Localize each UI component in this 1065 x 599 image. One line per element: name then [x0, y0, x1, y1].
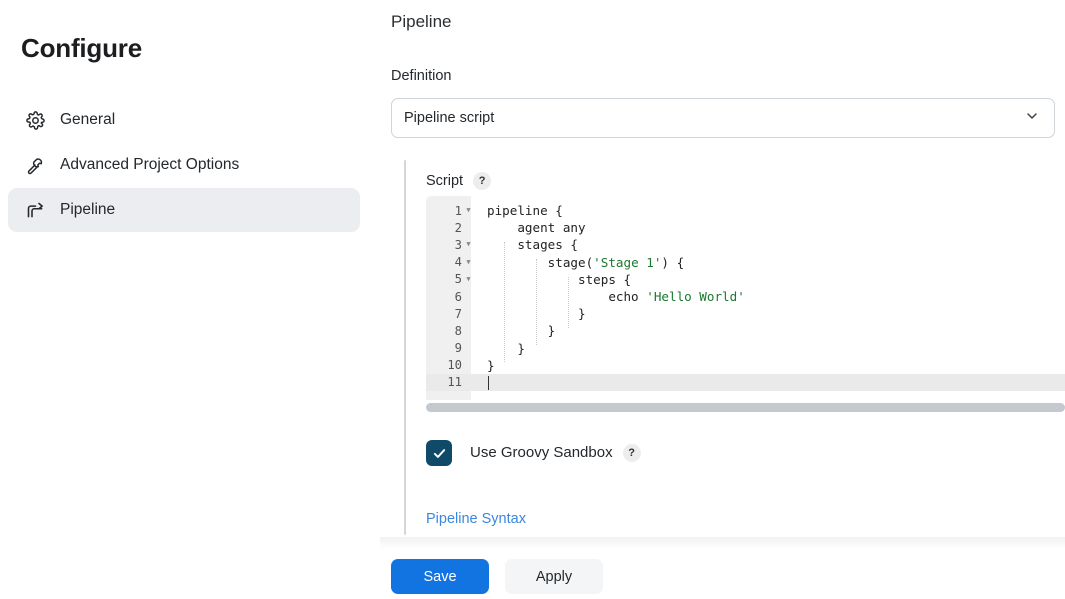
sidebar-item-pipeline[interactable]: Pipeline	[8, 188, 360, 232]
definition-selected-value: Pipeline script	[404, 110, 495, 126]
fold-arrow-icon[interactable]: ▼	[466, 240, 471, 249]
code-text: stages {	[487, 237, 578, 253]
line-number: 7	[454, 306, 462, 321]
fold-arrow-icon[interactable]: ▼	[466, 257, 471, 266]
code-text	[473, 375, 489, 391]
main-content: Pipeline Definition Pipeline script Scri…	[380, 0, 1065, 599]
line-number: 8	[454, 323, 462, 338]
sidebar-item-label: General	[60, 111, 116, 128]
code-text: }	[487, 340, 525, 356]
gear-icon	[24, 109, 46, 131]
code-line[interactable]: 11	[426, 373, 1065, 392]
line-number: 6	[454, 289, 462, 304]
footer-bar: Save Apply	[380, 549, 1065, 599]
groovy-sandbox-label: Use Groovy Sandbox?	[470, 444, 641, 463]
code-text: steps {	[487, 271, 632, 287]
sidebar-item-label: Pipeline	[60, 201, 116, 218]
indent-guide	[504, 242, 505, 362]
chevron-down-icon	[1024, 108, 1040, 128]
groovy-sandbox-help-icon[interactable]: ?	[622, 444, 641, 463]
code-text: agent any	[487, 220, 586, 236]
code-text: }	[487, 306, 586, 322]
script-help-icon[interactable]: ?	[473, 172, 492, 190]
code-line[interactable]: 8 }	[426, 322, 1065, 339]
sidebar: Configure General Advan	[0, 0, 380, 599]
sidebar-item-advanced-project-options[interactable]: Advanced Project Options	[8, 143, 360, 187]
code-text: echo 'Hello World'	[487, 289, 745, 305]
definition-label: Definition	[391, 68, 452, 84]
line-number: 11	[447, 375, 462, 390]
fold-arrow-icon[interactable]: ▼	[466, 206, 471, 215]
code-text: }	[487, 357, 495, 373]
script-section-rule	[404, 160, 406, 535]
code-line[interactable]: 4 ▼ stage('Stage 1') {	[426, 254, 1065, 271]
code-line[interactable]: 1 ▼ pipeline {	[426, 202, 1065, 219]
pipeline-syntax-link[interactable]: Pipeline Syntax	[426, 511, 526, 527]
code-line[interactable]: 3 ▼ stages {	[426, 236, 1065, 253]
save-button[interactable]: Save	[391, 559, 489, 594]
text-cursor	[488, 376, 489, 391]
groovy-sandbox-row: Use Groovy Sandbox?	[426, 440, 641, 466]
check-icon	[433, 448, 445, 458]
code-line[interactable]: 6 echo 'Hello World'	[426, 288, 1065, 305]
definition-select[interactable]: Pipeline script	[391, 98, 1055, 138]
sidebar-item-label: Advanced Project Options	[60, 156, 240, 173]
editor-hscrollbar-thumb[interactable]	[426, 403, 1065, 412]
line-number: 3	[454, 237, 462, 252]
editor-gutter	[426, 196, 471, 400]
script-label: Script?	[426, 172, 492, 190]
code-text: }	[487, 323, 556, 339]
sidebar-nav: General Advanced Project Options	[8, 98, 360, 233]
indent-guide	[536, 259, 537, 345]
code-line[interactable]: 2 agent any	[426, 219, 1065, 236]
editor-hscrollbar-track[interactable]	[426, 400, 1065, 416]
sidebar-item-general[interactable]: General	[8, 98, 360, 142]
fold-arrow-icon[interactable]: ▼	[466, 274, 471, 283]
line-number: 1	[454, 203, 462, 218]
line-number: 4	[454, 255, 462, 270]
code-line[interactable]: 7 }	[426, 305, 1065, 322]
section-title: Pipeline	[391, 12, 452, 31]
line-number: 9	[454, 341, 462, 356]
pipeline-icon	[24, 199, 46, 221]
code-line[interactable]: 10}	[426, 357, 1065, 374]
groovy-sandbox-checkbox[interactable]	[426, 440, 452, 466]
line-number: 10	[447, 358, 462, 373]
indent-guide	[568, 277, 569, 328]
code-text: stage('Stage 1') {	[487, 254, 685, 270]
footer-divider	[380, 537, 1065, 549]
code-text: pipeline {	[487, 203, 563, 219]
line-number: 5	[454, 272, 462, 287]
page-heading: Configure	[21, 33, 142, 63]
line-number: 2	[454, 220, 462, 235]
wrench-icon	[24, 154, 46, 176]
apply-button[interactable]: Apply	[505, 559, 603, 594]
code-line[interactable]: 9 }	[426, 340, 1065, 357]
code-line[interactable]: 5 ▼ steps {	[426, 271, 1065, 288]
